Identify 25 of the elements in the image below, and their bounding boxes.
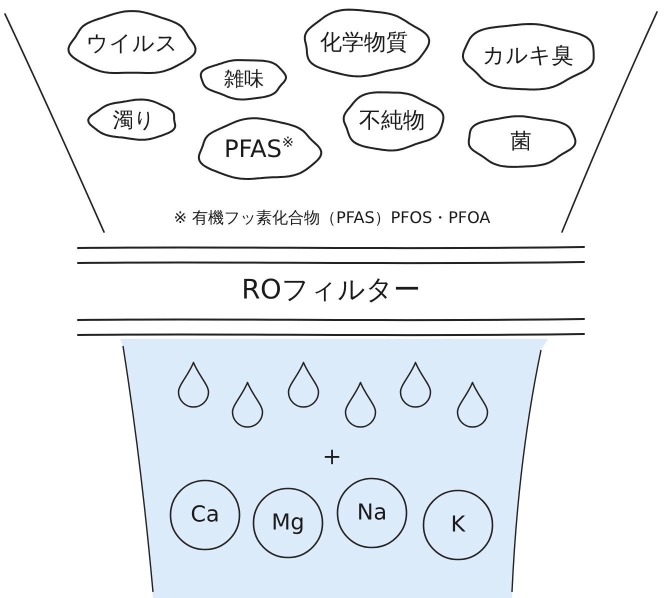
plus-sign: ＋: [318, 440, 346, 472]
water-drop-icon: [177, 361, 210, 408]
mineral-circle: [252, 487, 324, 559]
water-drop-icon: [456, 381, 489, 428]
element-symbol: Na: [357, 500, 387, 526]
contaminant-label: 不純物: [359, 108, 425, 134]
water-drop-icon: [344, 381, 377, 428]
water-drop-icon: [231, 381, 264, 428]
contaminant-label: ウイルス: [86, 31, 178, 57]
element-symbol: K: [450, 512, 466, 538]
filter-label: ROフィルター: [242, 274, 420, 306]
contaminant-label: カルキ臭: [482, 43, 574, 69]
contaminant-label: 濁り: [112, 108, 156, 132]
contaminant-label: 雑味: [224, 68, 264, 90]
contaminant-label: 菌: [510, 128, 532, 154]
mineral-circle: [422, 489, 494, 561]
contaminant-label: 化学物質: [320, 30, 408, 56]
footnote: ※ 有機フッ素化合物（PFAS）PFOS・PFOA: [174, 208, 490, 228]
water-drop-icon: [399, 361, 432, 408]
element-symbol: Mg: [272, 510, 304, 536]
contaminant-label: PFAS$^{※}$: [224, 136, 294, 164]
mineral-circle: [336, 477, 408, 549]
element-symbol: Ca: [190, 502, 220, 528]
mineral-circle: [169, 479, 241, 551]
water-drop-icon: [287, 361, 320, 408]
